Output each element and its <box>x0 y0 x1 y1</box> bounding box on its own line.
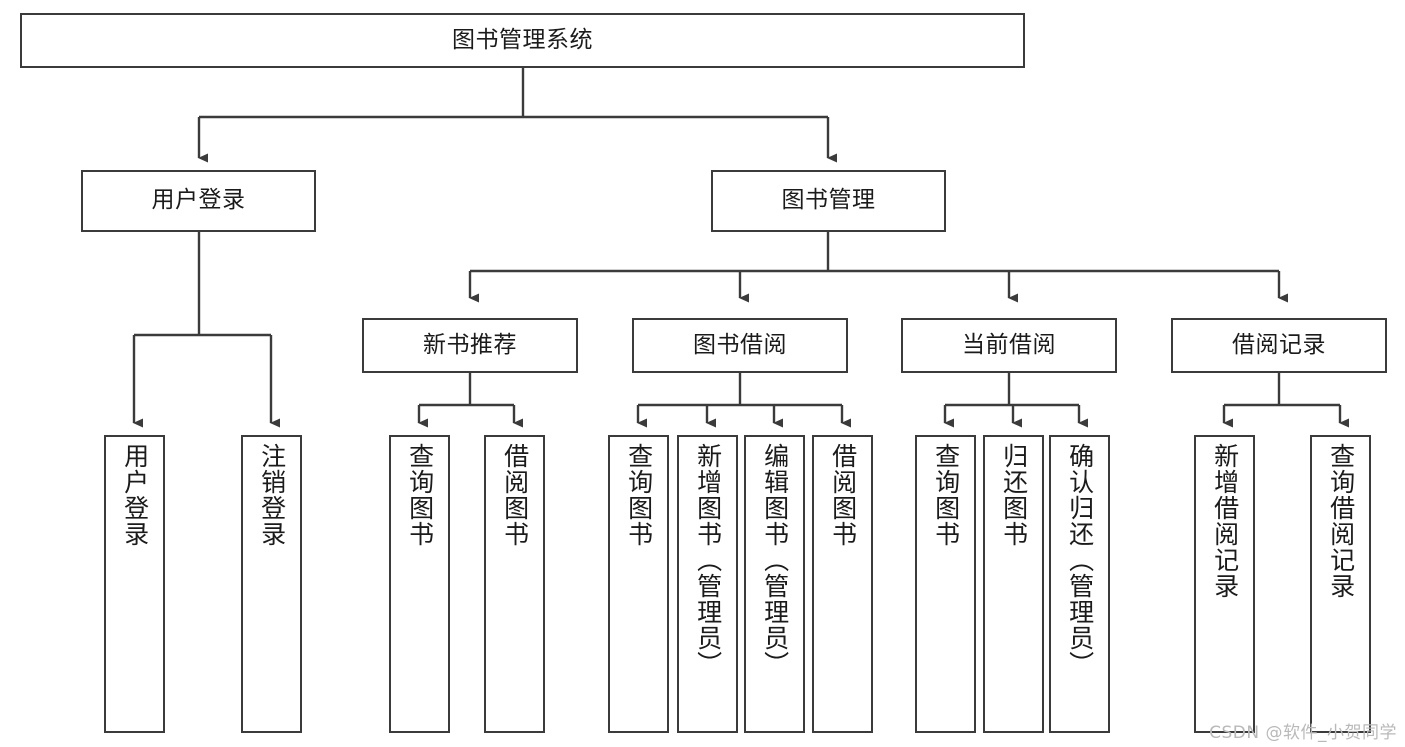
node-current-borrow[interactable]: 当前借阅 <box>901 318 1117 373</box>
node-leaf-query-book-3[interactable]: 查询图书 <box>915 435 976 733</box>
node-new-book-recommend[interactable]: 新书推荐 <box>362 318 578 373</box>
node-user-login[interactable]: 用户登录 <box>81 170 316 232</box>
node-leaf-add-book-label: 新增图书（管理员） <box>693 443 723 677</box>
node-leaf-user-login[interactable]: 用户登录 <box>104 435 165 733</box>
node-leaf-return-book[interactable]: 归还图书 <box>983 435 1044 733</box>
node-leaf-edit-book-label: 编辑图书（管理员） <box>760 443 790 677</box>
node-book-borrow-label: 图书借阅 <box>693 331 787 358</box>
node-leaf-add-record[interactable]: 新增借阅记录 <box>1194 435 1255 733</box>
node-book-manage[interactable]: 图书管理 <box>711 170 946 232</box>
node-leaf-borrow-book-2-label: 借阅图书 <box>828 443 858 547</box>
node-root-label: 图书管理系统 <box>452 26 593 53</box>
node-new-book-recommend-label: 新书推荐 <box>423 331 517 358</box>
node-leaf-confirm-return-label: 确认归还（管理员） <box>1065 443 1095 677</box>
node-leaf-edit-book[interactable]: 编辑图书（管理员） <box>744 435 805 733</box>
node-leaf-query-book-2[interactable]: 查询图书 <box>608 435 669 733</box>
node-leaf-query-book-3-label: 查询图书 <box>931 443 961 547</box>
node-user-login-label: 用户登录 <box>151 187 246 214</box>
node-leaf-return-book-label: 归还图书 <box>999 443 1029 547</box>
node-leaf-add-record-label: 新增借阅记录 <box>1210 443 1240 599</box>
node-leaf-query-record-label: 查询借阅记录 <box>1326 443 1356 599</box>
node-book-manage-label: 图书管理 <box>781 187 876 214</box>
node-leaf-confirm-return[interactable]: 确认归还（管理员） <box>1049 435 1110 733</box>
node-leaf-user-logout[interactable]: 注销登录 <box>241 435 302 733</box>
node-leaf-user-logout-label: 注销登录 <box>257 443 287 547</box>
node-book-borrow[interactable]: 图书借阅 <box>632 318 848 373</box>
node-leaf-borrow-book-2[interactable]: 借阅图书 <box>812 435 873 733</box>
node-borrow-record-label: 借阅记录 <box>1232 331 1326 358</box>
node-leaf-query-book-2-label: 查询图书 <box>624 443 654 547</box>
node-current-borrow-label: 当前借阅 <box>962 331 1056 358</box>
node-borrow-record[interactable]: 借阅记录 <box>1171 318 1387 373</box>
node-root[interactable]: 图书管理系统 <box>20 13 1025 68</box>
node-leaf-user-login-label: 用户登录 <box>120 443 150 547</box>
node-leaf-query-book-1[interactable]: 查询图书 <box>389 435 450 733</box>
csdn-watermark: CSDN @软件_小贺同学 <box>1209 723 1397 743</box>
node-leaf-add-book[interactable]: 新增图书（管理员） <box>677 435 738 733</box>
node-leaf-borrow-book-1-label: 借阅图书 <box>500 443 530 547</box>
node-leaf-borrow-book-1[interactable]: 借阅图书 <box>484 435 545 733</box>
node-leaf-query-record[interactable]: 查询借阅记录 <box>1310 435 1371 733</box>
node-leaf-query-book-1-label: 查询图书 <box>405 443 435 547</box>
